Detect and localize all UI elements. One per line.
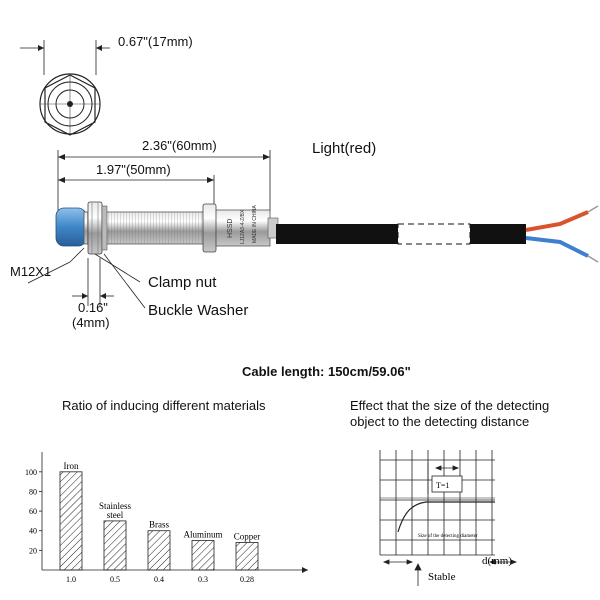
ratio-label: 0.4 [154, 575, 164, 584]
bar [235, 542, 259, 571]
buckle-washer-label: Buckle Washer [148, 302, 249, 319]
ratio-label: 0.5 [110, 575, 120, 584]
category-label: Stainless [99, 501, 131, 511]
washer-thickness-label: 0.16" [78, 300, 108, 315]
buckle-washer [101, 205, 108, 251]
y-tick-label: 100 [25, 468, 37, 477]
total-length-label: 2.36"(60mm) [142, 138, 217, 153]
light-label: Light(red) [312, 140, 377, 157]
bar [191, 540, 215, 571]
inner-diameter-label: Size of the detecting diameter [418, 534, 478, 539]
front-view [20, 40, 110, 136]
bar [147, 530, 171, 571]
wire-blue [525, 236, 589, 258]
t-label: T=1 [436, 481, 449, 490]
y-tick-label: 60 [29, 507, 37, 516]
thread-spec-label: M12X1 [10, 264, 52, 279]
stable-label: Stable [428, 571, 456, 583]
ratio-label: 1.0 [66, 575, 76, 584]
materials-chart-title: Ratio of inducing different materials [62, 398, 266, 413]
ratio-label: 0.3 [198, 575, 208, 584]
washer-thickness-mm-label: (4mm) [72, 315, 110, 330]
y-tick-label: 80 [29, 487, 37, 496]
wire-red [525, 210, 589, 232]
diameter-label: 0.67"(17mm) [118, 34, 193, 49]
distance-diagram: T=1 Size of the detecting diameter d(mm)… [379, 450, 518, 586]
sensor-drawing: HSSD LJ12A3-4-Z/BX MADE IN CHINA [20, 40, 599, 309]
clamp-nut [87, 201, 103, 255]
distance-title-2: object to the detecting distance [350, 414, 530, 429]
y-tick-label: 40 [29, 527, 37, 536]
cable-length-value: 150cm/59.06" [327, 364, 411, 379]
leader-lines [27, 247, 146, 309]
cable-length: Cable length: 150cm/59.06" [242, 364, 411, 379]
category-label: steel [107, 510, 124, 520]
body-print-origin: MADE IN CHINA [252, 205, 258, 243]
bar [59, 471, 83, 571]
sensor-body: HSSD LJ12A3-4-Z/BX MADE IN CHINA [55, 201, 279, 255]
thread-length-label: 1.97"(50mm) [96, 162, 171, 177]
bar [103, 520, 127, 571]
category-label: Brass [149, 520, 169, 530]
body-print-model: LJ12A3-4-Z/BX [240, 209, 246, 244]
x-axis-arrow [302, 567, 308, 573]
distance-title-1: Effect that the size of the detecting [350, 398, 550, 413]
category-label: Aluminum [183, 530, 222, 540]
x-axis-label: d(mm) [482, 555, 512, 567]
cable [276, 205, 599, 263]
y-tick-label: 20 [29, 546, 37, 555]
category-label: Iron [64, 461, 79, 471]
sensor-cap [55, 207, 87, 247]
distance-grid [379, 450, 518, 586]
cable-length-label: Cable length: [242, 364, 325, 379]
body-print-brand: HSSD [227, 219, 234, 238]
clamp-nut-label: Clamp nut [148, 274, 217, 291]
ratio-label: 0.28 [240, 575, 254, 584]
category-label: Copper [234, 532, 261, 542]
